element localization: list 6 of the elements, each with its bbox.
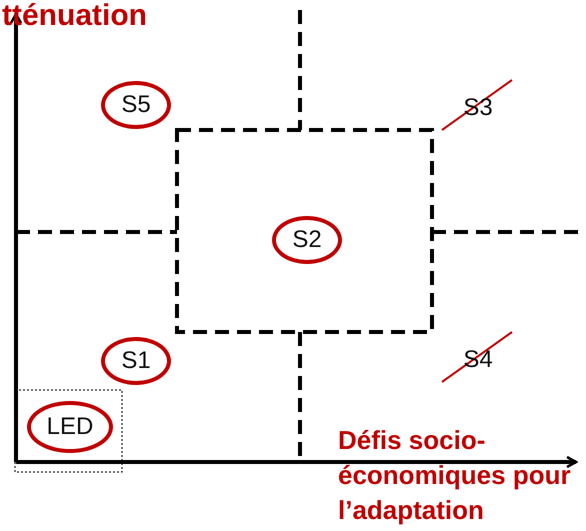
circled-label: LED — [27, 401, 113, 453]
circled-label: S5 — [101, 81, 171, 129]
circled-label: S1 — [101, 337, 171, 385]
x-axis-label: Défis socio-économiques pour l’adaptation — [338, 424, 572, 528]
circled-label: S2 — [272, 216, 342, 264]
y-axis-label: tténuation — [2, 1, 148, 31]
